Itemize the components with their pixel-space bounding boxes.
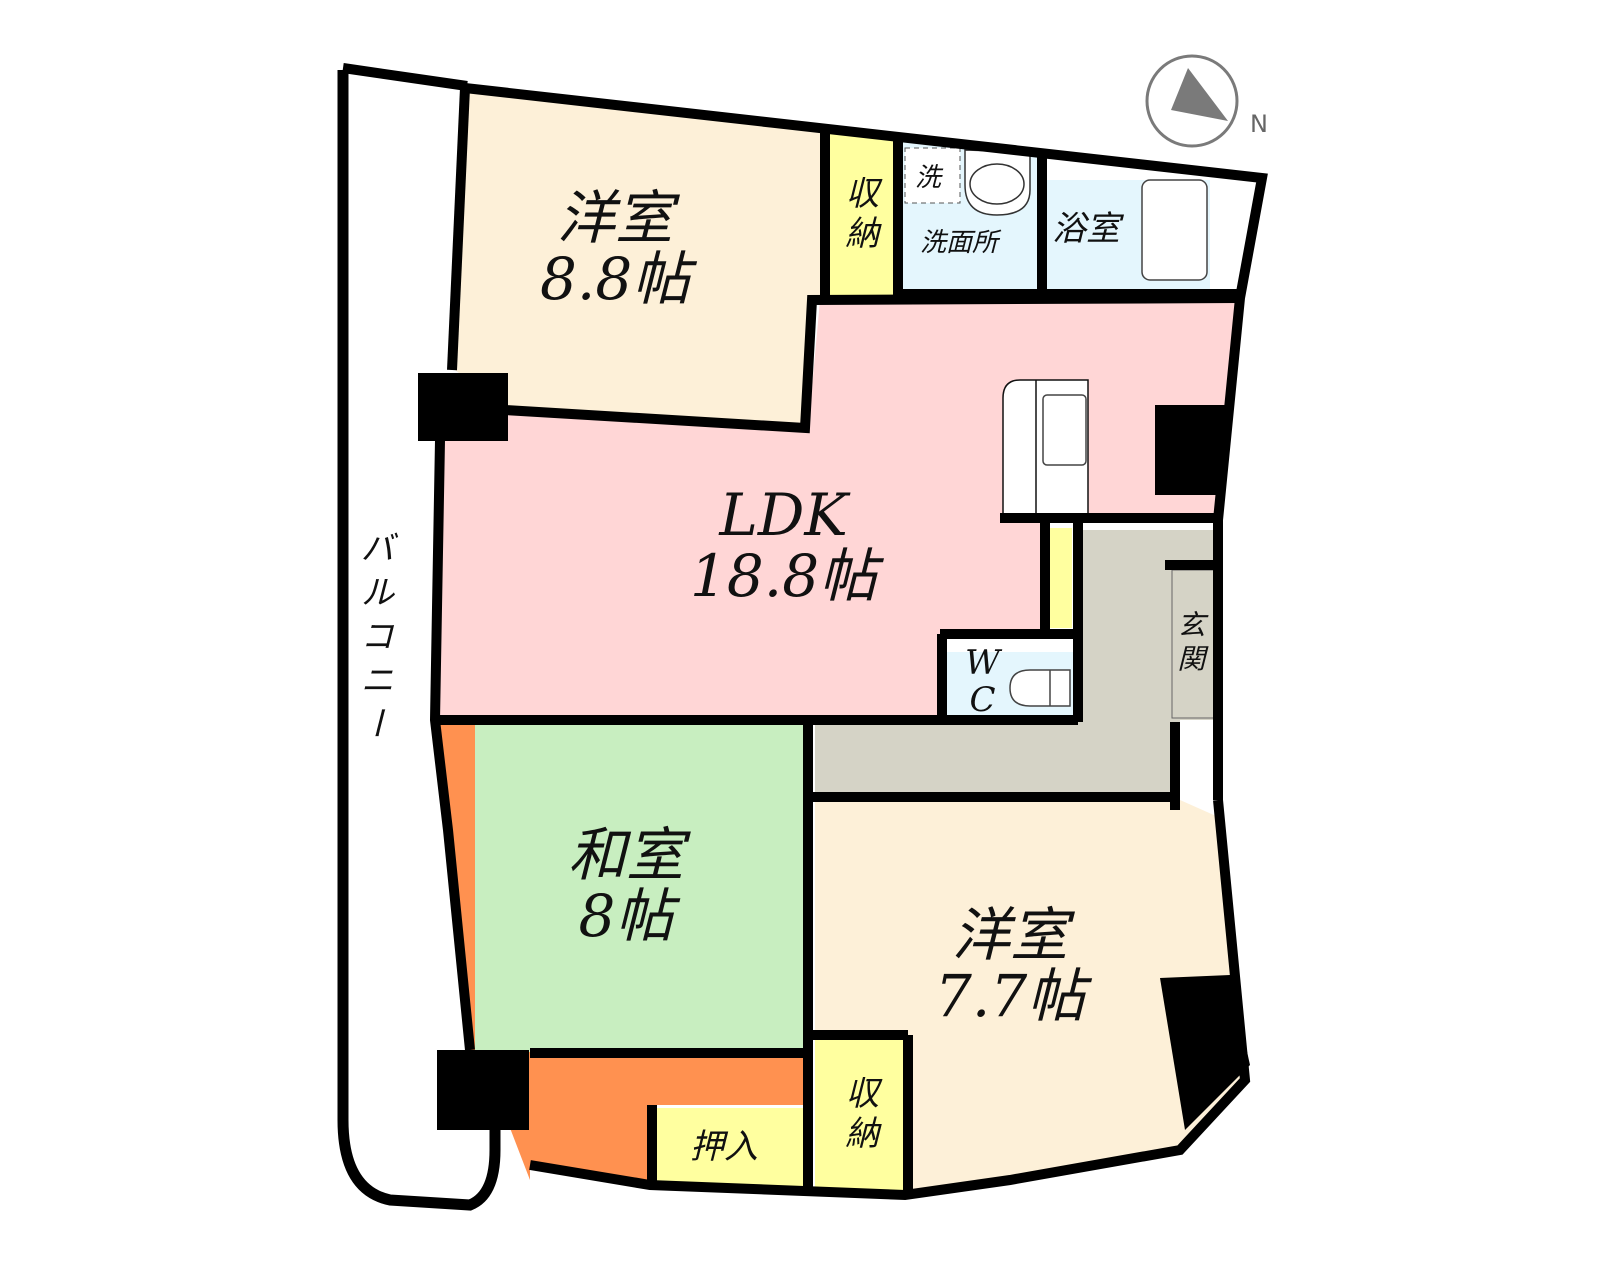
pillar bbox=[1155, 405, 1225, 495]
room-size: 8.8帖 bbox=[540, 244, 691, 313]
room-label-western-2: 洋室 7.7帖 bbox=[935, 905, 1085, 1027]
washer-space bbox=[904, 147, 961, 204]
room-name: 洋室 bbox=[557, 184, 674, 252]
pillar bbox=[437, 1050, 529, 1130]
oshiire-floor bbox=[656, 1108, 805, 1190]
toilet-icon bbox=[1009, 669, 1071, 707]
washroom-label: 洗面所 bbox=[920, 228, 999, 258]
wc-label: W C bbox=[965, 643, 1000, 721]
compass-icon bbox=[1145, 54, 1239, 148]
balcony-outline bbox=[337, 70, 501, 1211]
bathroom-label: 浴室 bbox=[1052, 209, 1120, 249]
room-size: 8帖 bbox=[578, 881, 674, 950]
room-label-ldk: LDK 18.8帖 bbox=[690, 485, 877, 607]
shoe-closet bbox=[1050, 528, 1072, 628]
room-label-western-1: 洋室 8.8帖 bbox=[540, 188, 690, 310]
hall-floor bbox=[815, 530, 1220, 795]
balcony-top-wall bbox=[342, 63, 468, 91]
closet-2-floor bbox=[815, 1038, 905, 1193]
closet-2-label: 収納 bbox=[838, 1075, 879, 1155]
room-name: LDK bbox=[719, 481, 848, 549]
closet-1-floor bbox=[825, 132, 898, 295]
wc-line-2: C bbox=[969, 680, 996, 721]
wc-line-1: W bbox=[965, 643, 1000, 683]
room-size: 18.8帖 bbox=[690, 541, 878, 610]
entrance-label: 玄関 bbox=[1173, 610, 1207, 678]
japanese-room-floor bbox=[475, 722, 807, 1052]
washer-label: 洗 bbox=[915, 163, 942, 193]
room-name: 和室 bbox=[568, 821, 685, 889]
compass-north-label: N bbox=[1250, 110, 1268, 138]
engawa-floor-2 bbox=[530, 1055, 808, 1185]
western-room-2-floor bbox=[815, 800, 1245, 1195]
western-room-1-floor bbox=[455, 92, 825, 428]
room-size: 7.7帖 bbox=[935, 961, 1086, 1030]
walls bbox=[429, 83, 1268, 1201]
closet-1-label: 収納 bbox=[838, 175, 879, 255]
room-label-japanese: 和室 8帖 bbox=[568, 825, 684, 947]
pillar bbox=[418, 373, 508, 441]
oshiire-label: 押入 bbox=[690, 1127, 758, 1167]
balcony-label: バルコニー bbox=[353, 530, 394, 750]
room-name: 洋室 bbox=[952, 901, 1069, 969]
bathtub-icon bbox=[1141, 179, 1208, 281]
pillar bbox=[1160, 975, 1250, 1130]
